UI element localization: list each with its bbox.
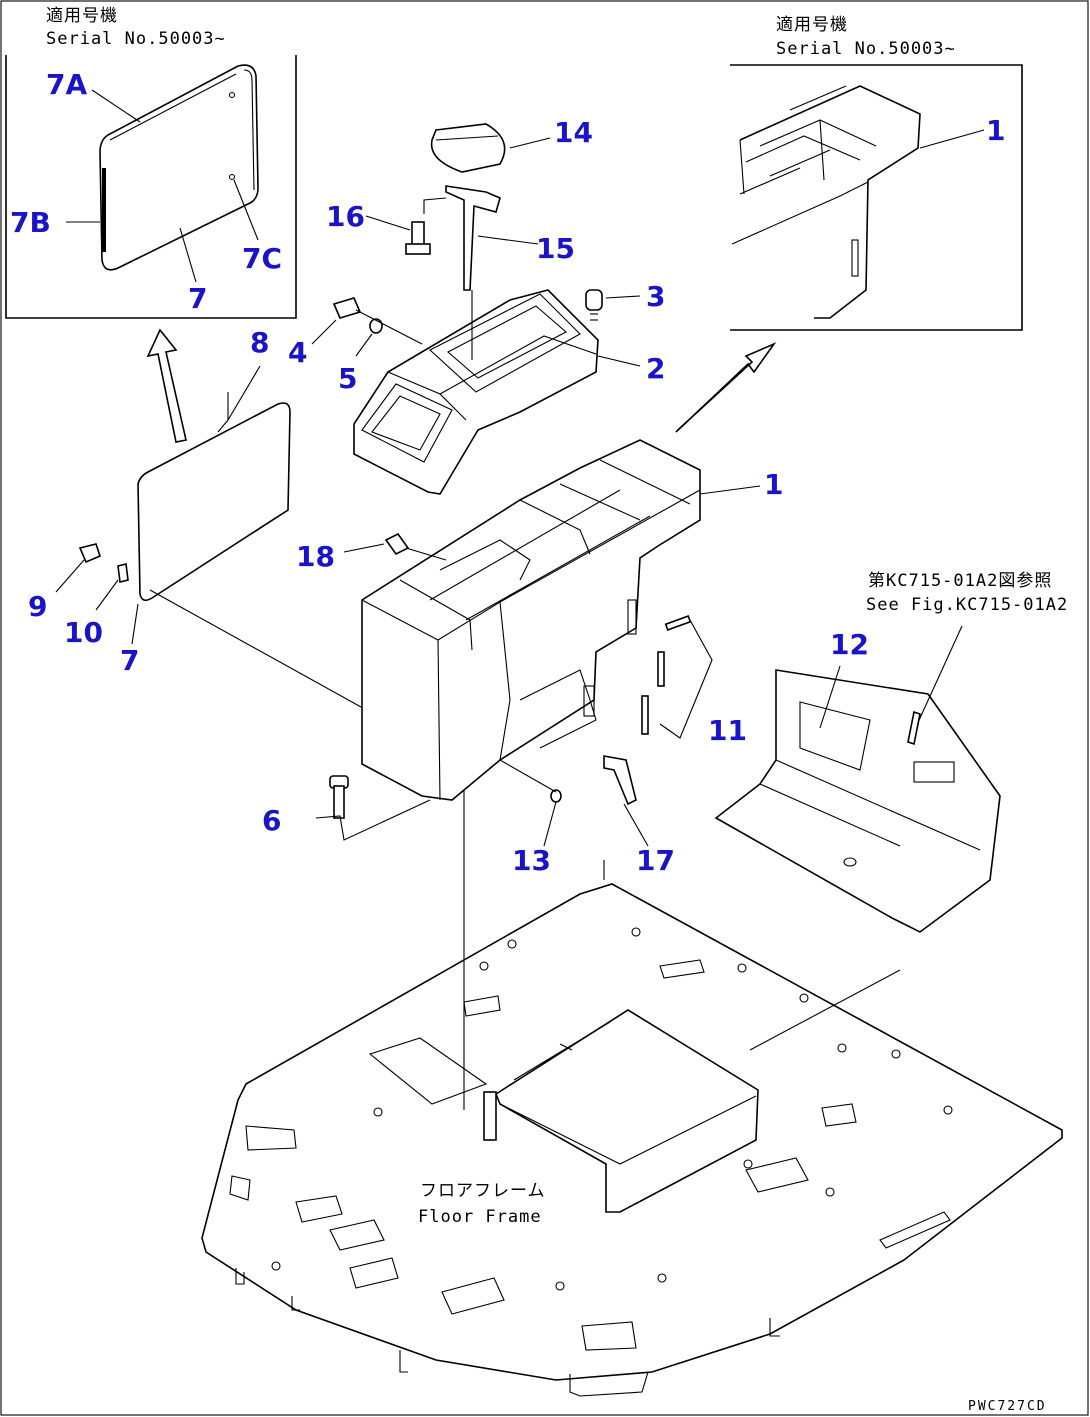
inset-left: 適用号機 Serial No.50003~ [5,6,297,319]
inset-left-jp-label: 適用号機 [46,6,118,26]
washer-13 [499,759,562,847]
callout-12: 12 [830,628,869,661]
knob-3 [585,289,641,321]
callout-1: 1 [764,468,783,501]
console-frame-1 [361,439,761,801]
callout-11: 11 [708,714,747,747]
callout-10: 10 [64,616,103,649]
inset-left-serial-label: Serial No.50003~ [46,29,226,49]
callout-13: 13 [512,844,551,877]
see-fig-jp-label: 第KC715-01A2図参照 [868,571,1052,591]
callout-5: 5 [338,362,357,395]
callout-7: 7 [120,644,139,677]
see-fig-en-label: See Fig.KC715-01A2 [866,595,1068,615]
armrest-14 [430,123,551,173]
callout-8: 8 [250,326,269,359]
arrow-to-inset-left [146,328,187,443]
callout-14: 14 [554,116,593,149]
callout-16: 16 [326,200,365,233]
floor-frame-en-label: Floor Frame [418,1207,542,1227]
callout-7c: 7C [242,242,282,275]
arrow-to-inset-right [675,342,777,433]
bracket-15 [445,185,539,360]
inset-right: 適用号機 Serial No.50003~ [730,15,1023,331]
clip-18 [343,532,447,561]
callout-7-inset: 7 [188,282,207,315]
pins-11 [641,615,713,739]
bolt-6 [315,775,431,841]
bolt-16 [365,197,447,255]
door-panel-8 [55,365,371,713]
callout-7a: 7A [46,68,87,101]
lever-17 [603,755,649,847]
cover-12 [714,625,1001,933]
callout-17: 17 [636,844,675,877]
inset-right-serial-label: Serial No.50003~ [776,39,956,59]
floor-frame-jp-label: フロアフレーム [420,1181,546,1201]
callout-1-inset: 1 [986,114,1005,147]
callout-18: 18 [296,540,335,573]
callout-2: 2 [646,352,665,385]
fasteners-4-5 [311,297,423,357]
inset-right-jp-label: 適用号機 [776,15,848,35]
drawing-code: PWC727CD [968,1399,1047,1414]
floor-frame [201,790,1063,1397]
callout-15: 15 [536,232,575,265]
callout-9: 9 [28,590,47,623]
console-cover-2 [353,289,641,495]
callout-7b: 7B [10,206,51,239]
callout-6: 6 [262,804,281,837]
glass-panel-7 [99,64,259,271]
callout-4: 4 [288,336,307,369]
callout-3: 3 [646,280,665,313]
